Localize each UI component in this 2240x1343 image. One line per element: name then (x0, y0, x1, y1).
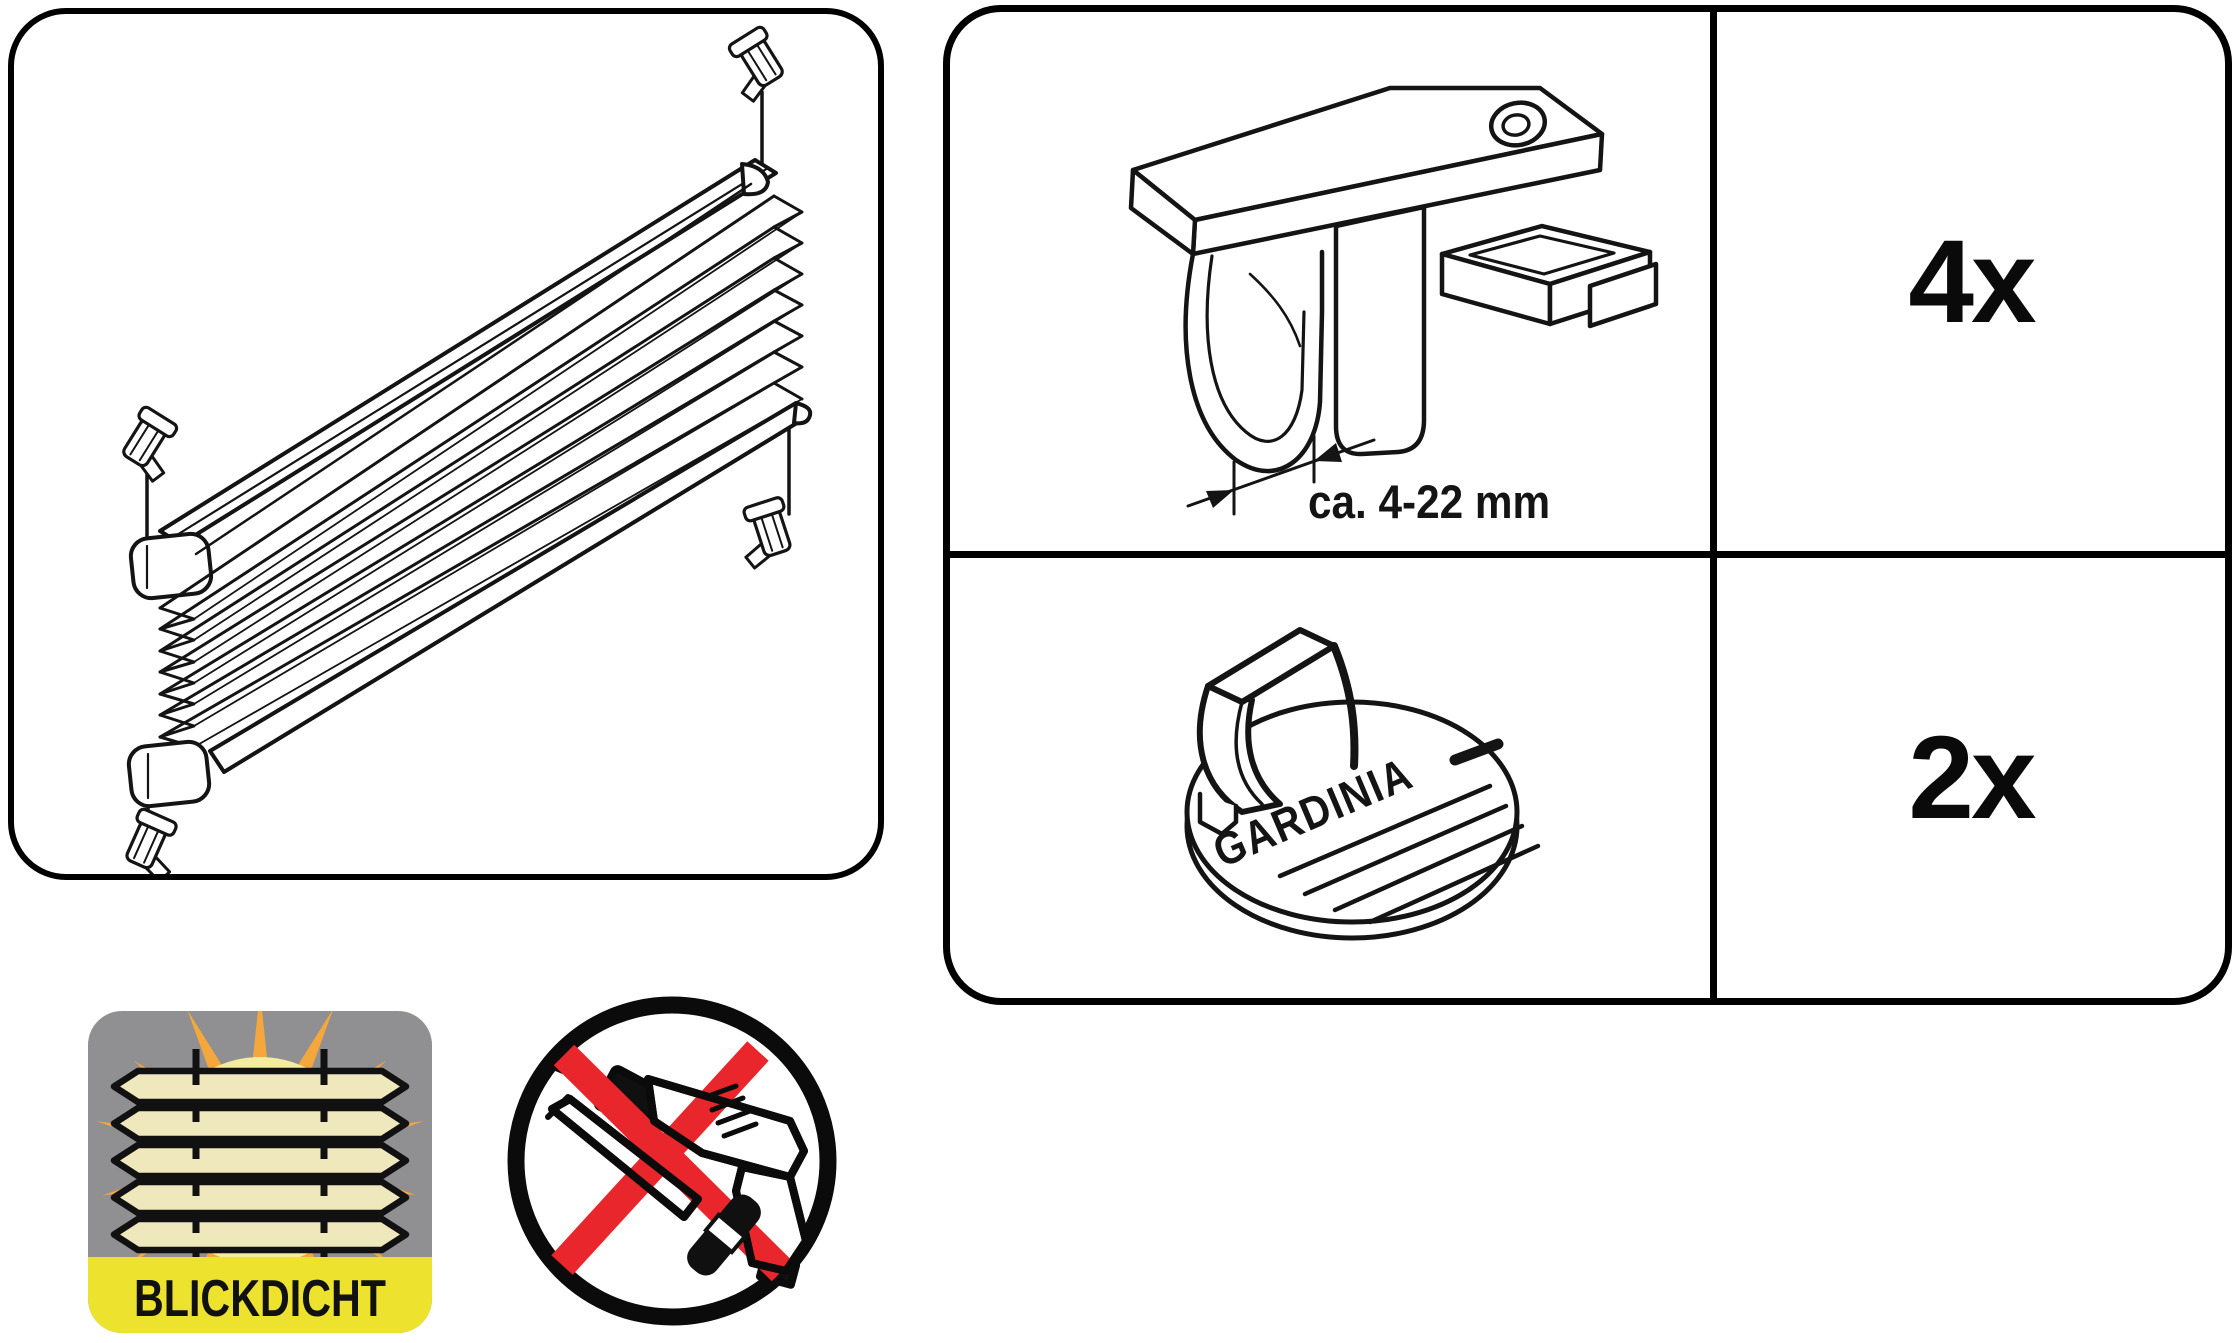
dimension-arrow-icon (1206, 490, 1234, 508)
parts-list-panel: ca. 4-22 mm 4x GARDINIA 2x (943, 5, 2232, 1005)
no-drill-badge (490, 979, 854, 1343)
part-row-clamp: ca. 4-22 mm (950, 12, 1710, 551)
clamp-quantity-label: 4x (1908, 215, 2036, 348)
cord-ticks (192, 1065, 328, 1233)
pleated-blind-drawing-icon (108, 23, 814, 874)
blind-preview-panel (8, 8, 884, 880)
dimension-arrow-icon (1314, 443, 1342, 462)
blickdicht-badge: BLICKDICHT (88, 1011, 432, 1333)
clamp-dimension-label: ca. 4-22 mm (1308, 477, 1550, 529)
pleat-slats-icon (110, 1067, 410, 1254)
plate-quantity-label: 2x (1908, 712, 2036, 844)
grid-divider-vertical (1710, 12, 1717, 998)
clamp-bracket-icon: ca. 4-22 mm (1128, 85, 1659, 529)
screwdriver-handle-icon (687, 1194, 761, 1276)
adhesive-plate-icon: GARDINIA (1184, 627, 1541, 941)
blickdicht-label: BLICKDICHT (134, 1270, 386, 1328)
part-row-adhesive-plate: GARDINIA (950, 558, 1710, 998)
tension-clamp-icon (715, 23, 795, 106)
grid-divider-horizontal (950, 551, 2225, 558)
sun-behind-pleats-icon: BLICKDICHT (88, 1011, 432, 1333)
pleat-edge (772, 194, 804, 401)
label-band (88, 1257, 432, 1333)
no-drill-icon (507, 996, 837, 1326)
